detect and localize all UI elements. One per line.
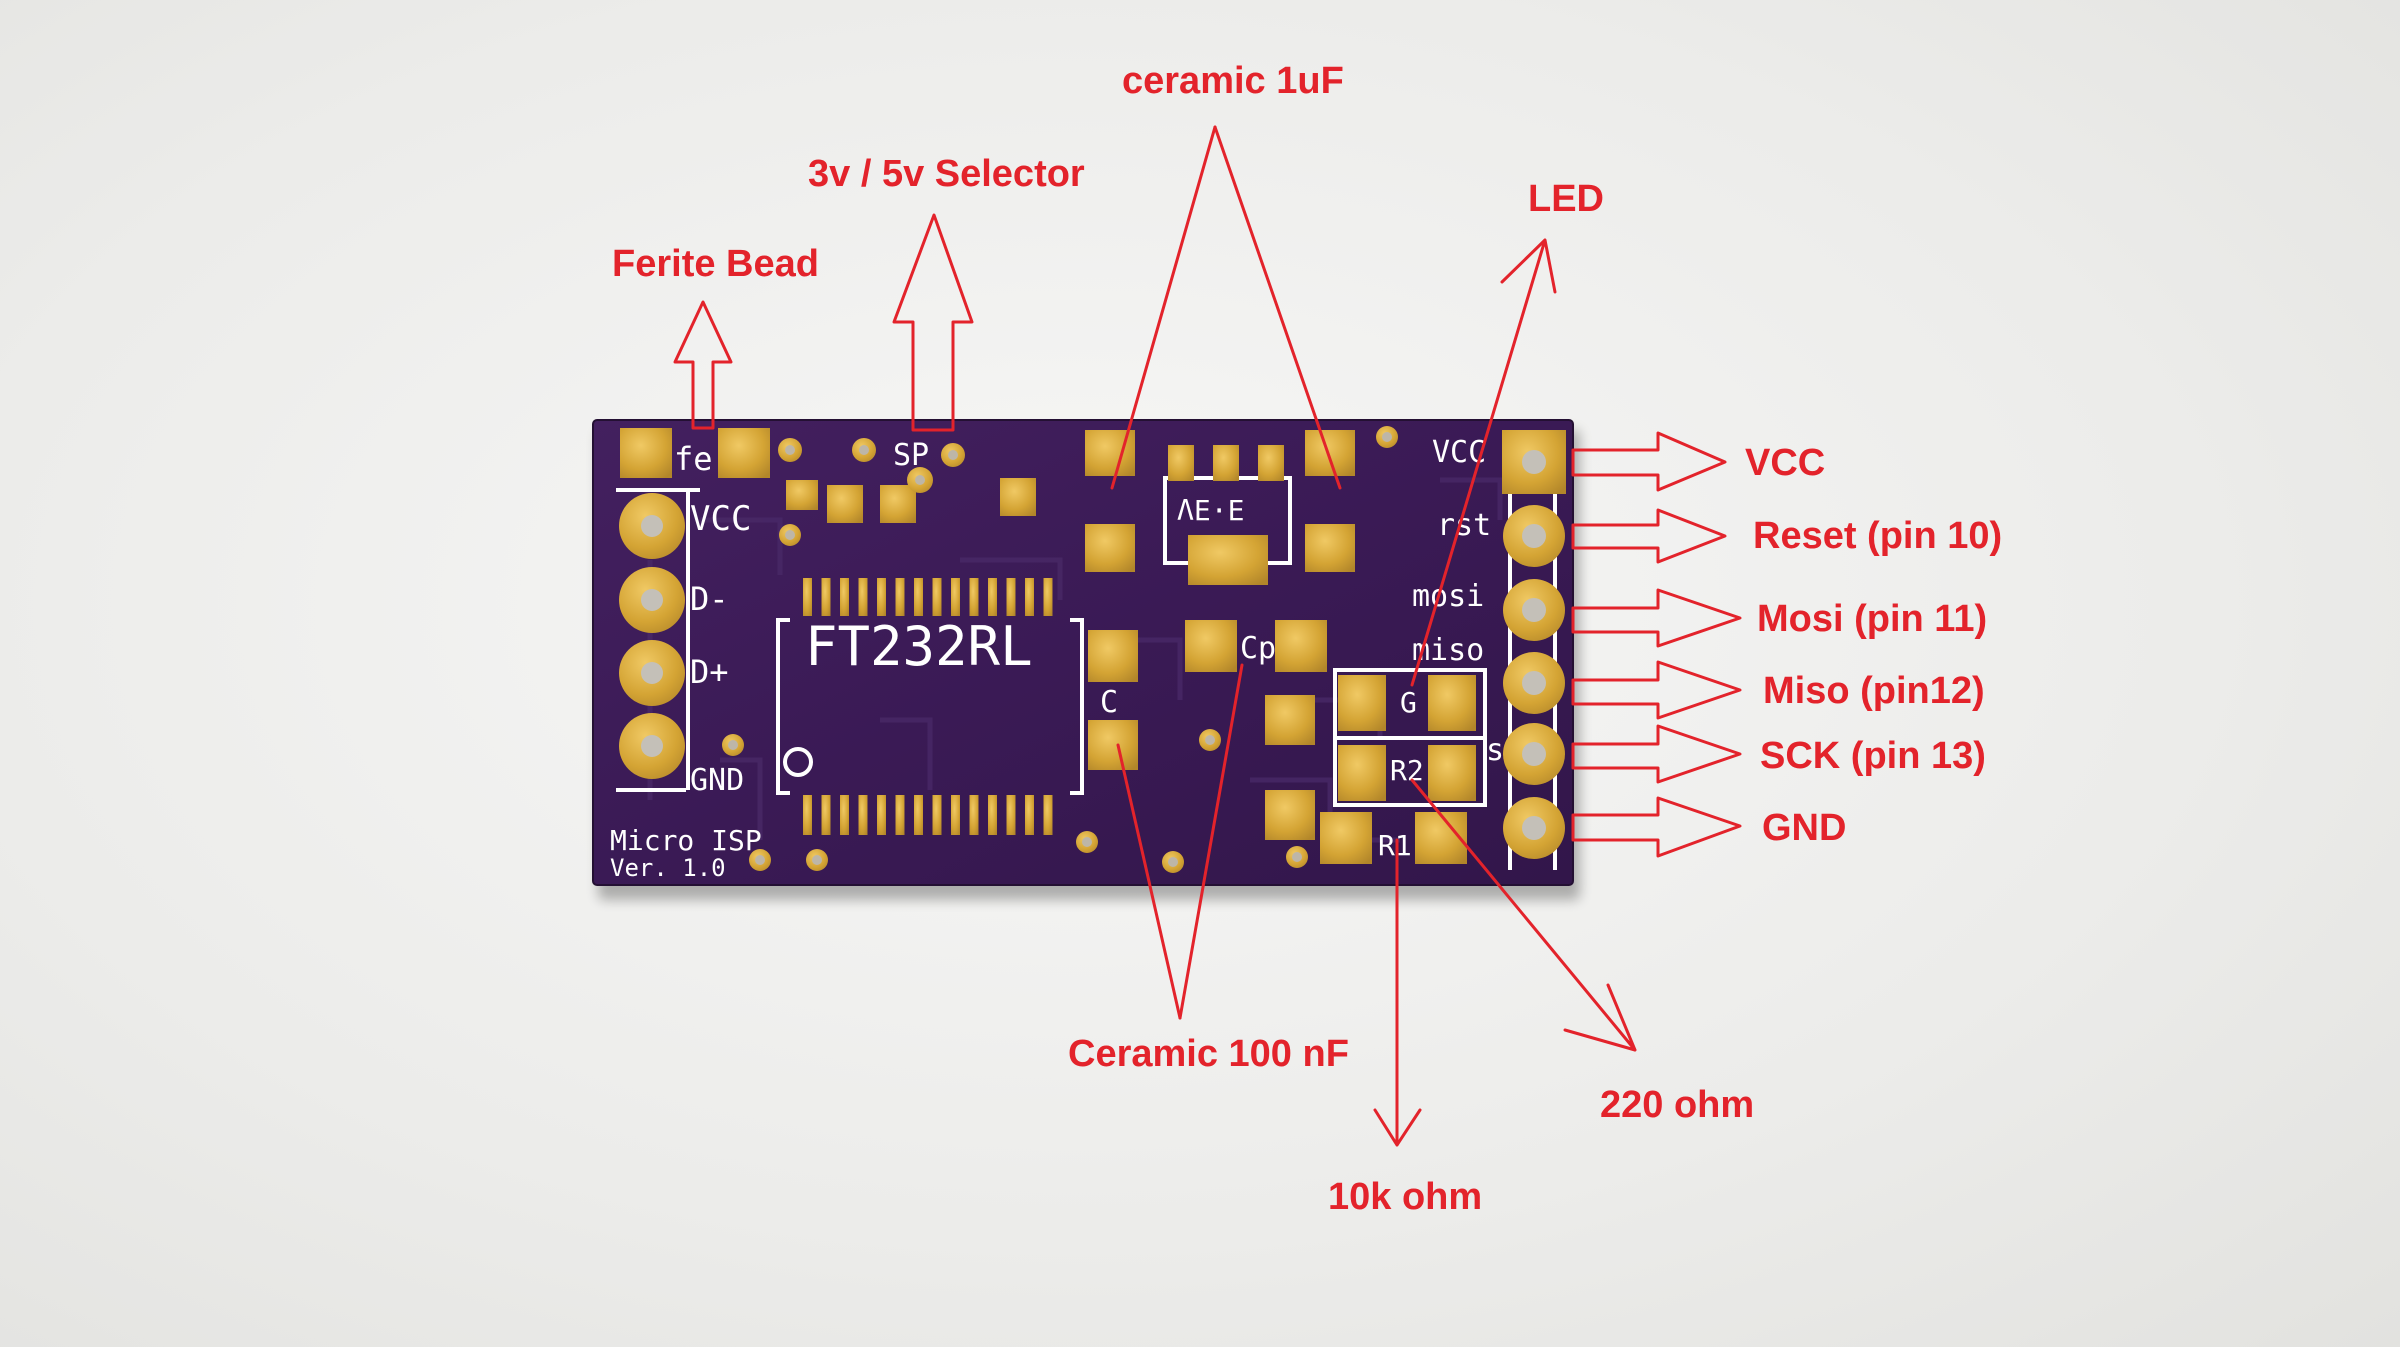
- ceramic-1uf-arrow-left: [1110, 125, 1217, 490]
- label-miso: Miso (pin12): [1763, 670, 1985, 712]
- chip-pin: [840, 578, 849, 616]
- silk-mosi: mosi: [1412, 579, 1484, 614]
- led-arrow: [1410, 238, 1557, 687]
- silk-d-plus: D+: [690, 653, 729, 691]
- chip-pin: [988, 795, 997, 835]
- chip-pin: [858, 578, 868, 616]
- mosi-arrow: [1571, 588, 1742, 648]
- chip-pin: [932, 578, 942, 616]
- chip-pin: [951, 578, 960, 616]
- silk-sp: SP: [893, 438, 929, 473]
- label-led: LED: [1528, 178, 1604, 220]
- label-mosi: Mosi (pin 11): [1757, 598, 1988, 640]
- chip-pin: [914, 795, 923, 835]
- selector-arrow: [892, 213, 974, 432]
- silk-s: s: [1486, 733, 1504, 768]
- sck-arrow: [1571, 724, 1742, 784]
- silkscreen-text: fe SP VCC D- D+ GND FT232RL ΛE·E Cp C G …: [610, 435, 1504, 882]
- silk-board-version: Ver. 1.0: [610, 854, 726, 882]
- chip-pin: [1006, 578, 1016, 616]
- silk-r2: R2: [1390, 754, 1424, 787]
- label-reset: Reset (pin 10): [1753, 515, 2003, 557]
- chip-pin1-marker: [783, 747, 813, 777]
- gnd-arrow: [1571, 796, 1742, 858]
- silk-g-mark: G: [1400, 686, 1417, 719]
- chip-pin: [858, 795, 868, 835]
- chip-pin: [951, 795, 960, 835]
- ceramic-100nf-arrow-right: [1178, 663, 1244, 1020]
- chip-pin: [895, 795, 905, 835]
- label-gnd: GND: [1762, 807, 1847, 849]
- label-vcc: VCC: [1745, 442, 1826, 484]
- left-header-pads: [619, 493, 685, 779]
- chip-pin: [1043, 578, 1053, 616]
- silk-gnd-left: GND: [690, 763, 744, 798]
- label-sck: SCK (pin 13): [1760, 735, 1986, 777]
- silk-fe: fe: [674, 440, 713, 478]
- silk-vcc-left: VCC: [690, 499, 751, 539]
- ft232rl-pins: [803, 578, 1053, 835]
- chip-pin: [988, 578, 997, 616]
- chip-pin: [821, 795, 831, 835]
- chip-pin: [840, 795, 849, 835]
- chip-pin: [1025, 795, 1034, 835]
- silk-board-title: Micro ISP: [610, 824, 762, 857]
- chip-pin: [969, 795, 979, 835]
- chip-pin: [914, 578, 923, 616]
- chip-pin: [1025, 578, 1034, 616]
- vcc-arrow: [1571, 431, 1727, 492]
- smd-pads: [620, 428, 1476, 864]
- chip-pin: [932, 795, 942, 835]
- chip-pin: [1043, 795, 1053, 835]
- r10k-arrow: [1373, 838, 1422, 1147]
- label-220-ohm: 220 ohm: [1600, 1084, 1755, 1126]
- label-selector: 3v / 5v Selector: [808, 153, 1085, 195]
- reset-arrow: [1571, 508, 1727, 564]
- ferrite-bead-arrow: [673, 300, 733, 430]
- silk-chip-label: FT232RL: [805, 615, 1033, 678]
- silk-d-minus: D-: [690, 580, 729, 618]
- chip-pin: [821, 578, 831, 616]
- chip-pin: [895, 578, 905, 616]
- silk-regulator: ΛE·E: [1177, 494, 1244, 527]
- ceramic-100nf-arrow-left: [1116, 743, 1182, 1020]
- silk-c-mark: C: [1100, 685, 1118, 720]
- r220-arrow: [1410, 778, 1637, 1052]
- silk-cp: Cp: [1240, 631, 1276, 666]
- label-ceramic-1uf: ceramic 1uF: [1122, 60, 1344, 102]
- chip-pin: [877, 578, 886, 616]
- silk-miso: miso: [1412, 633, 1484, 668]
- right-header-pads: [1502, 430, 1566, 859]
- chip-pin: [803, 795, 812, 835]
- silk-r1: R1: [1378, 829, 1412, 862]
- label-ferrite-bead: Ferite Bead: [612, 243, 819, 285]
- annotation-arrows: [673, 125, 1742, 1147]
- chip-pin: [1006, 795, 1016, 835]
- chip-pin: [969, 578, 979, 616]
- chip-pin: [803, 578, 812, 616]
- label-ceramic-100nf: Ceramic 100 nF: [1068, 1033, 1349, 1075]
- chip-pin: [877, 795, 886, 835]
- vias: [722, 426, 1398, 873]
- label-10k-ohm: 10k ohm: [1328, 1176, 1483, 1218]
- miso-arrow: [1571, 660, 1742, 720]
- ceramic-1uf-arrow-right: [1213, 125, 1342, 490]
